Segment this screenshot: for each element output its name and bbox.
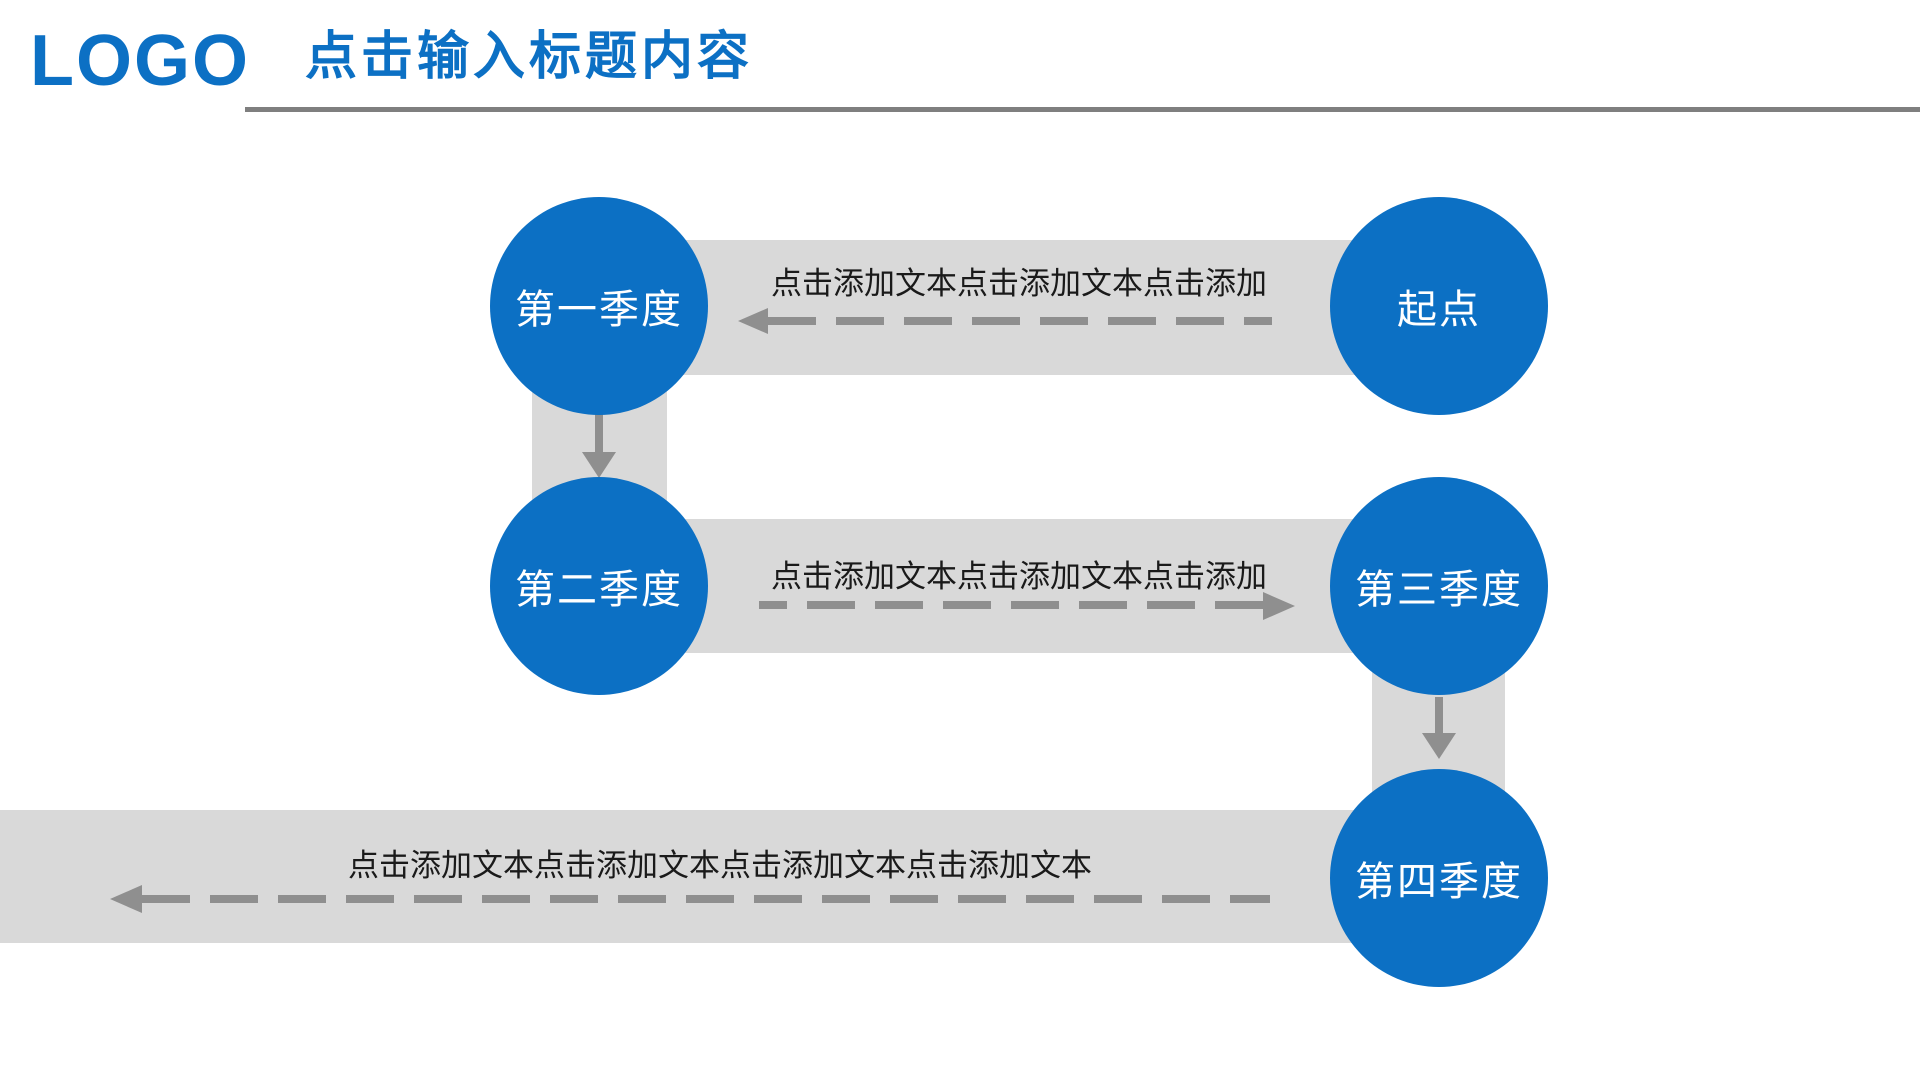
band-row-2 — [599, 519, 1439, 653]
title-underline — [245, 107, 1920, 112]
down-arrow-q1-q2-stem — [595, 410, 603, 452]
node-label-q4: 第四季度 — [1355, 860, 1523, 904]
dashed-line-row3 — [142, 895, 1270, 903]
arrowhead-right-row2-icon — [1263, 592, 1295, 620]
dashed-line-row1 — [768, 317, 1272, 325]
node-circle-q4[interactable]: 第四季度 — [1330, 769, 1548, 987]
node-label-q3: 第三季度 — [1355, 568, 1523, 612]
logo: LOGO — [30, 21, 250, 101]
connector-text-row1[interactable]: 点击添加文本点击添加文本点击添加 — [771, 266, 1267, 301]
connector-text-row2[interactable]: 点击添加文本点击添加文本点击添加 — [771, 559, 1267, 594]
node-label-q1: 第一季度 — [515, 288, 683, 332]
node-label-start: 起点 — [1397, 288, 1481, 332]
connector-text-row3[interactable]: 点击添加文本点击添加文本点击添加文本点击添加文本 — [348, 848, 1092, 883]
band-row-1 — [599, 240, 1439, 375]
node-circle-start[interactable]: 起点 — [1330, 197, 1548, 415]
down-arrowhead-q1-q2-icon — [582, 452, 616, 478]
arrowhead-left-row1-icon — [738, 308, 768, 334]
node-circle-q2[interactable]: 第二季度 — [490, 477, 708, 695]
arrowhead-left-row3-icon — [110, 885, 142, 913]
down-arrow-q3-q4-stem — [1435, 697, 1443, 733]
down-arrowhead-q3-q4-icon — [1422, 733, 1456, 759]
node-circle-q1[interactable]: 第一季度 — [490, 197, 708, 415]
band-row-3 — [0, 810, 1439, 943]
slide-title-placeholder[interactable]: 点击输入标题内容 — [305, 28, 754, 86]
node-label-q2: 第二季度 — [515, 568, 683, 612]
dashed-line-row2 — [759, 601, 1263, 609]
node-circle-q3[interactable]: 第三季度 — [1330, 477, 1548, 695]
